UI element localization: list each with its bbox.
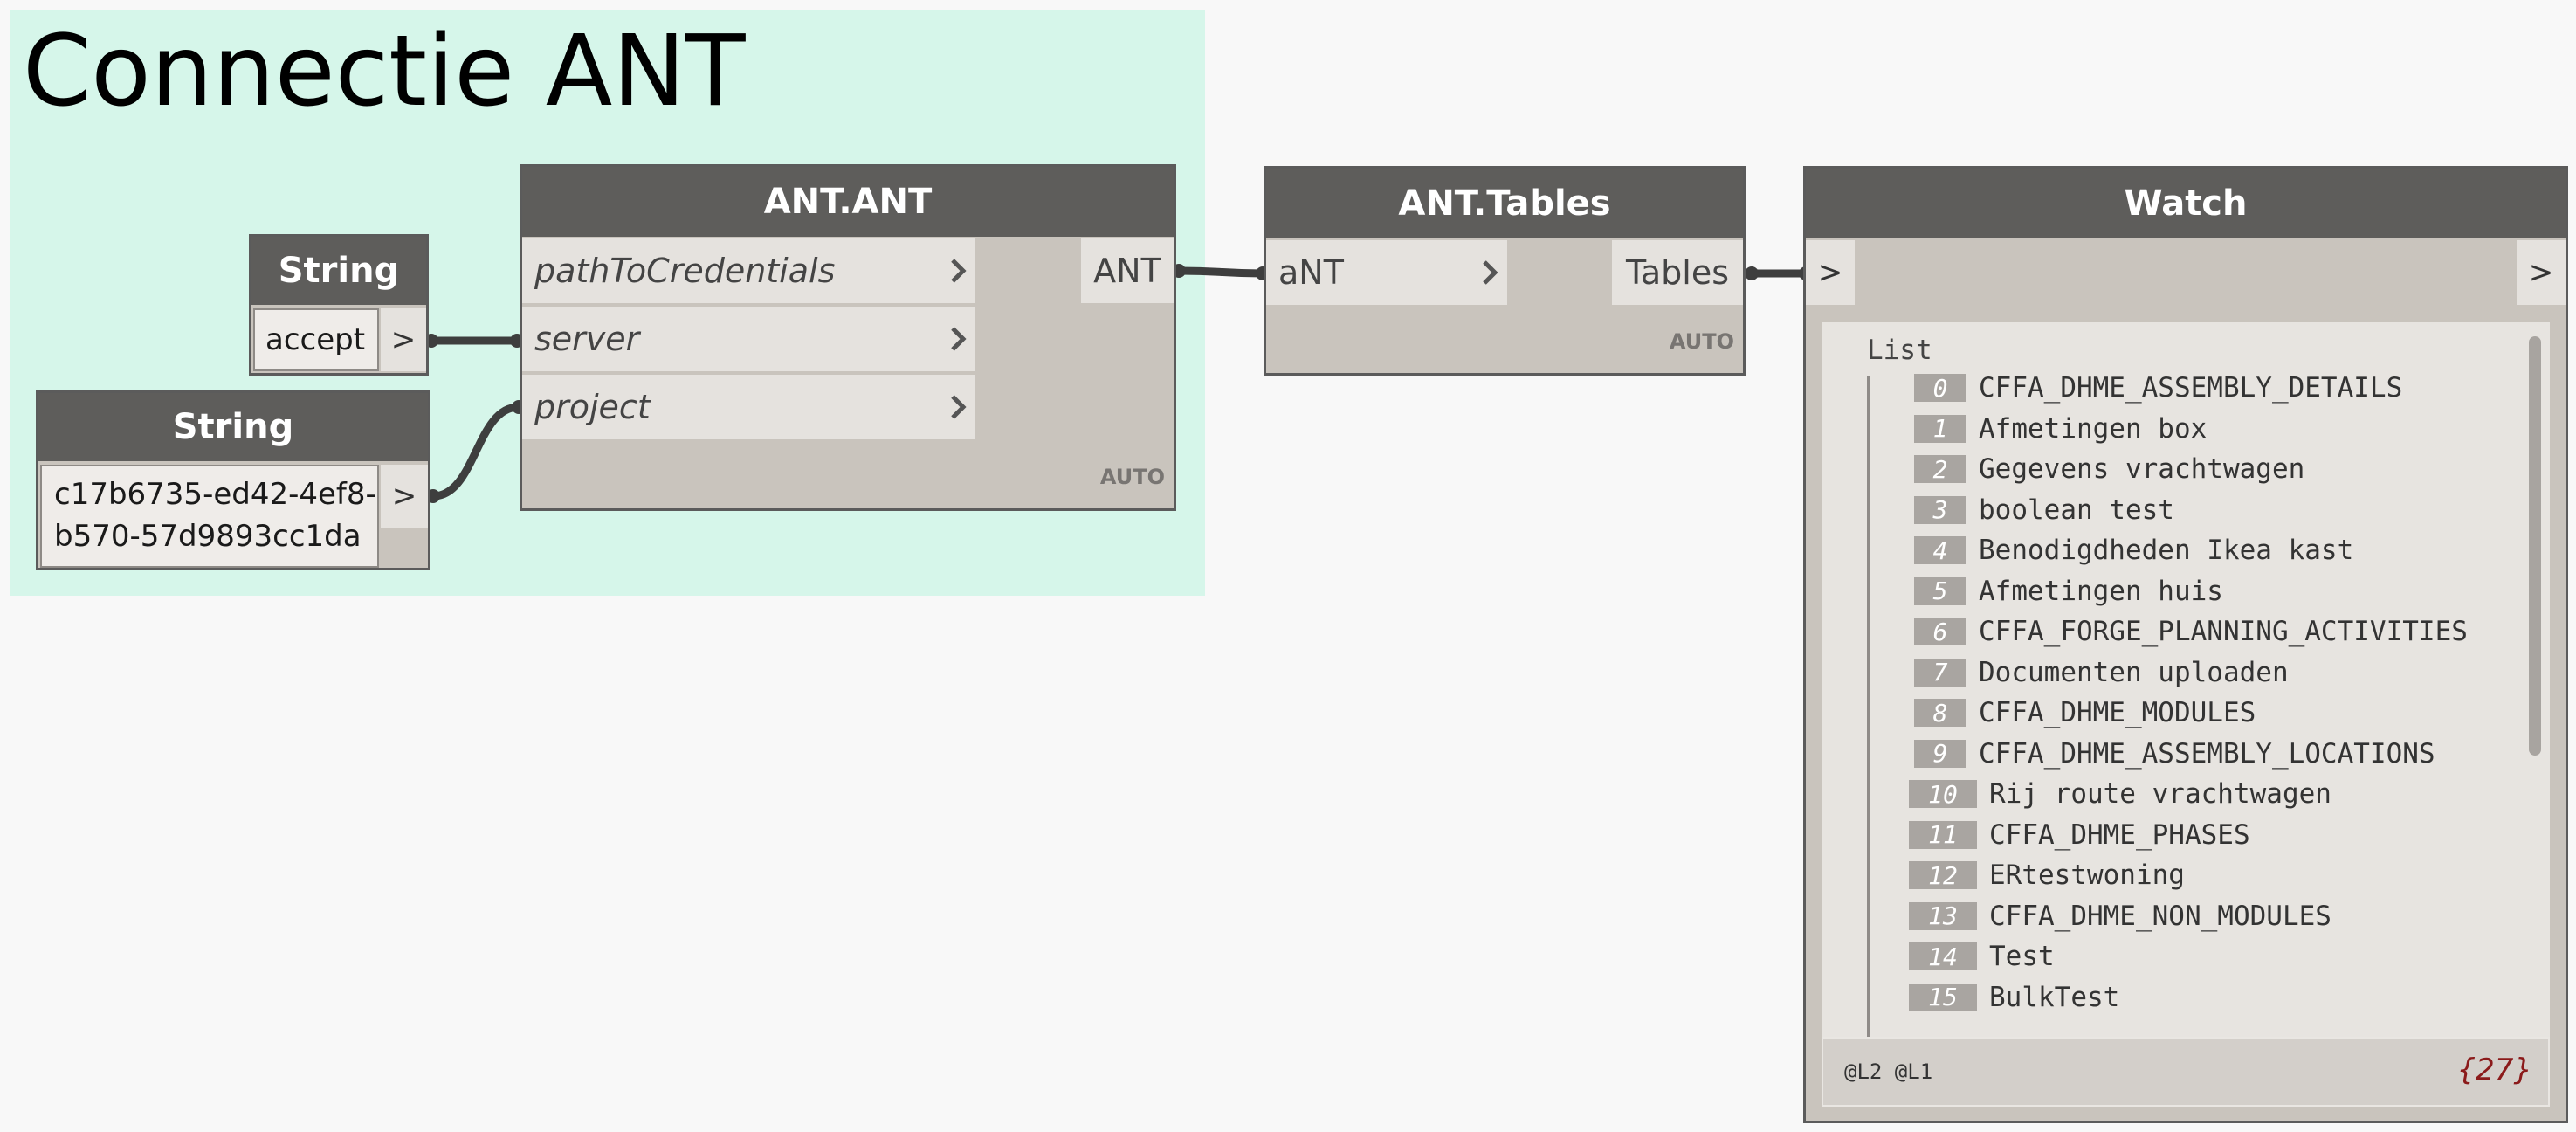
list-item: 10 Rij route vrachtwagen — [1909, 774, 2331, 814]
item-count-label: {27} — [2456, 1053, 2532, 1087]
list-item-value: CFFA_DHME_PHASES — [1989, 818, 2250, 851]
port-label: project — [534, 388, 651, 426]
list-item-value: Benodigdheden Ikea kast — [1979, 535, 2354, 566]
list-item-index: 11 — [1909, 820, 1977, 849]
list-item-index: 7 — [1914, 658, 1966, 687]
list-item-index: 4 — [1914, 536, 1966, 565]
watch-footer: @L2 @L1 {27} — [1822, 1037, 2550, 1107]
list-item: 9 CFFA_DHME_ASSEMBLY_LOCATIONS — [1914, 734, 2435, 774]
list-item: 13 CFFA_DHME_NON_MODULES — [1909, 896, 2331, 936]
list-item: 6 CFFA_FORGE_PLANNING_ACTIVITIES — [1914, 611, 2468, 652]
list-item-index: 1 — [1914, 414, 1966, 443]
list-item-value: Afmetingen box — [1979, 412, 2208, 445]
list-item-value: CFFA_FORGE_PLANNING_ACTIVITIES — [1979, 616, 2468, 647]
list-root-label: List — [1867, 335, 1932, 366]
list-tree-line — [1867, 376, 1870, 1079]
string-input-field[interactable]: c17b6735-ed42-4ef8- b570-57d9893cc1da — [40, 465, 379, 568]
chevron-right-icon — [940, 326, 975, 352]
watch-node[interactable]: Watch > > List 0 CFFA_DHME_ASSEMBLY_DETAI… — [1803, 166, 2568, 1123]
input-port-server[interactable]: server — [522, 307, 975, 371]
list-item: 5 Afmetingen huis — [1914, 571, 2223, 611]
list-item-index: 10 — [1909, 780, 1977, 809]
list-item-index: 12 — [1909, 861, 1977, 890]
list-item-index: 14 — [1909, 942, 1977, 971]
input-port-pathtocredentials[interactable]: pathToCredentials — [522, 238, 975, 303]
list-item: 1 Afmetingen box — [1914, 409, 2207, 449]
output-port-ant[interactable]: ANT — [1081, 238, 1174, 303]
list-item-value: Rij route vrachtwagen — [1989, 778, 2331, 810]
list-item-index: 15 — [1909, 983, 1977, 1011]
string-output-port[interactable]: > — [381, 308, 426, 371]
chevron-right-icon — [940, 258, 975, 284]
port-label: server — [534, 320, 640, 358]
lacing-auto-label: AUTO — [1669, 329, 1734, 354]
list-item-value: Test — [1989, 941, 2055, 972]
watch-output-port[interactable]: > — [2517, 240, 2566, 305]
list-item-value: Afmetingen huis — [1979, 575, 2223, 607]
list-item: 7 Documenten uploaden — [1914, 652, 2289, 693]
list-item-value: CFFA_DHME_NON_MODULES — [1989, 900, 2331, 932]
node-title: ANT.Tables — [1266, 169, 1743, 238]
watch-scrollbar[interactable] — [2529, 336, 2541, 756]
list-item-value: CFFA_DHME_ASSEMBLY_LOCATIONS — [1979, 737, 2435, 770]
wire-ant-to-ant-input — [1178, 266, 1264, 278]
list-item-index: 5 — [1914, 576, 1966, 605]
list-item-value: BulkTest — [1989, 981, 2120, 1013]
list-item: 14 Test — [1909, 936, 2055, 977]
port-label: pathToCredentials — [534, 252, 836, 290]
list-item: 8 CFFA_DHME_MODULES — [1914, 693, 2256, 733]
wire-project-string-to-project — [432, 403, 520, 500]
list-item-value: Documenten uploaden — [1979, 656, 2289, 688]
list-item-index: 3 — [1914, 495, 1966, 524]
list-item-value: boolean test — [1979, 494, 2174, 526]
list-item: 2 Gegevens vrachtwagen — [1914, 449, 2304, 489]
list-item: 3 boolean test — [1914, 490, 2174, 530]
list-item-value: Gegevens vrachtwagen — [1979, 453, 2305, 485]
list-item-index: 13 — [1909, 901, 1977, 930]
list-item: 4 Benodigdheden Ikea kast — [1914, 530, 2353, 570]
string-value-line-1: c17b6735-ed42-4ef8- — [54, 477, 376, 512]
list-item-index: 9 — [1914, 739, 1966, 768]
lacing-auto-label: AUTO — [1099, 465, 1165, 489]
connector-dot-icon — [1745, 266, 1759, 280]
ant-tables-node[interactable]: ANT.Tables aNT Tables AUTO — [1264, 166, 1746, 376]
output-port-tables[interactable]: Tables — [1612, 240, 1743, 305]
list-item: 11 CFFA_DHME_PHASES — [1909, 815, 2250, 855]
port-label: aNT — [1278, 253, 1344, 292]
string-output-port[interactable]: > — [381, 465, 428, 528]
input-port-ant[interactable]: aNT — [1266, 240, 1507, 305]
list-item-index: 0 — [1914, 374, 1966, 403]
list-item-index: 6 — [1914, 618, 1966, 646]
ant-ant-node[interactable]: ANT.ANT pathToCredentials server project… — [520, 164, 1176, 511]
list-item: 0 CFFA_DHME_ASSEMBLY_DETAILS — [1914, 368, 2402, 408]
node-title: ANT.ANT — [522, 167, 1174, 237]
list-item: 12 ERtestwoning — [1909, 855, 2185, 895]
levels-label: @L2 @L1 — [1844, 1060, 1933, 1084]
chevron-right-icon — [940, 394, 975, 420]
group-title: Connectie ANT — [23, 15, 746, 128]
node-title: String — [251, 237, 426, 305]
list-item-index: 2 — [1914, 455, 1966, 484]
node-title: Watch — [1806, 169, 2566, 238]
chevron-right-icon — [1472, 259, 1507, 286]
list-item-value: ERtestwoning — [1989, 859, 2185, 891]
string-node-server[interactable]: String accept > — [249, 234, 429, 376]
watch-input-port[interactable]: > — [1806, 240, 1855, 305]
node-title: String — [38, 393, 428, 461]
string-value-line-2: b570-57d9893cc1da — [54, 519, 362, 554]
list-item-value: CFFA_DHME_MODULES — [1979, 697, 2256, 728]
list-item-index: 8 — [1914, 699, 1966, 728]
list-item-value: CFFA_DHME_ASSEMBLY_DETAILS — [1979, 372, 2403, 404]
list-item: 15 BulkTest — [1909, 977, 2119, 1018]
string-input-field[interactable]: accept — [253, 308, 379, 371]
input-port-project[interactable]: project — [522, 375, 975, 439]
string-node-project[interactable]: String c17b6735-ed42-4ef8- b570-57d9893c… — [36, 390, 430, 570]
